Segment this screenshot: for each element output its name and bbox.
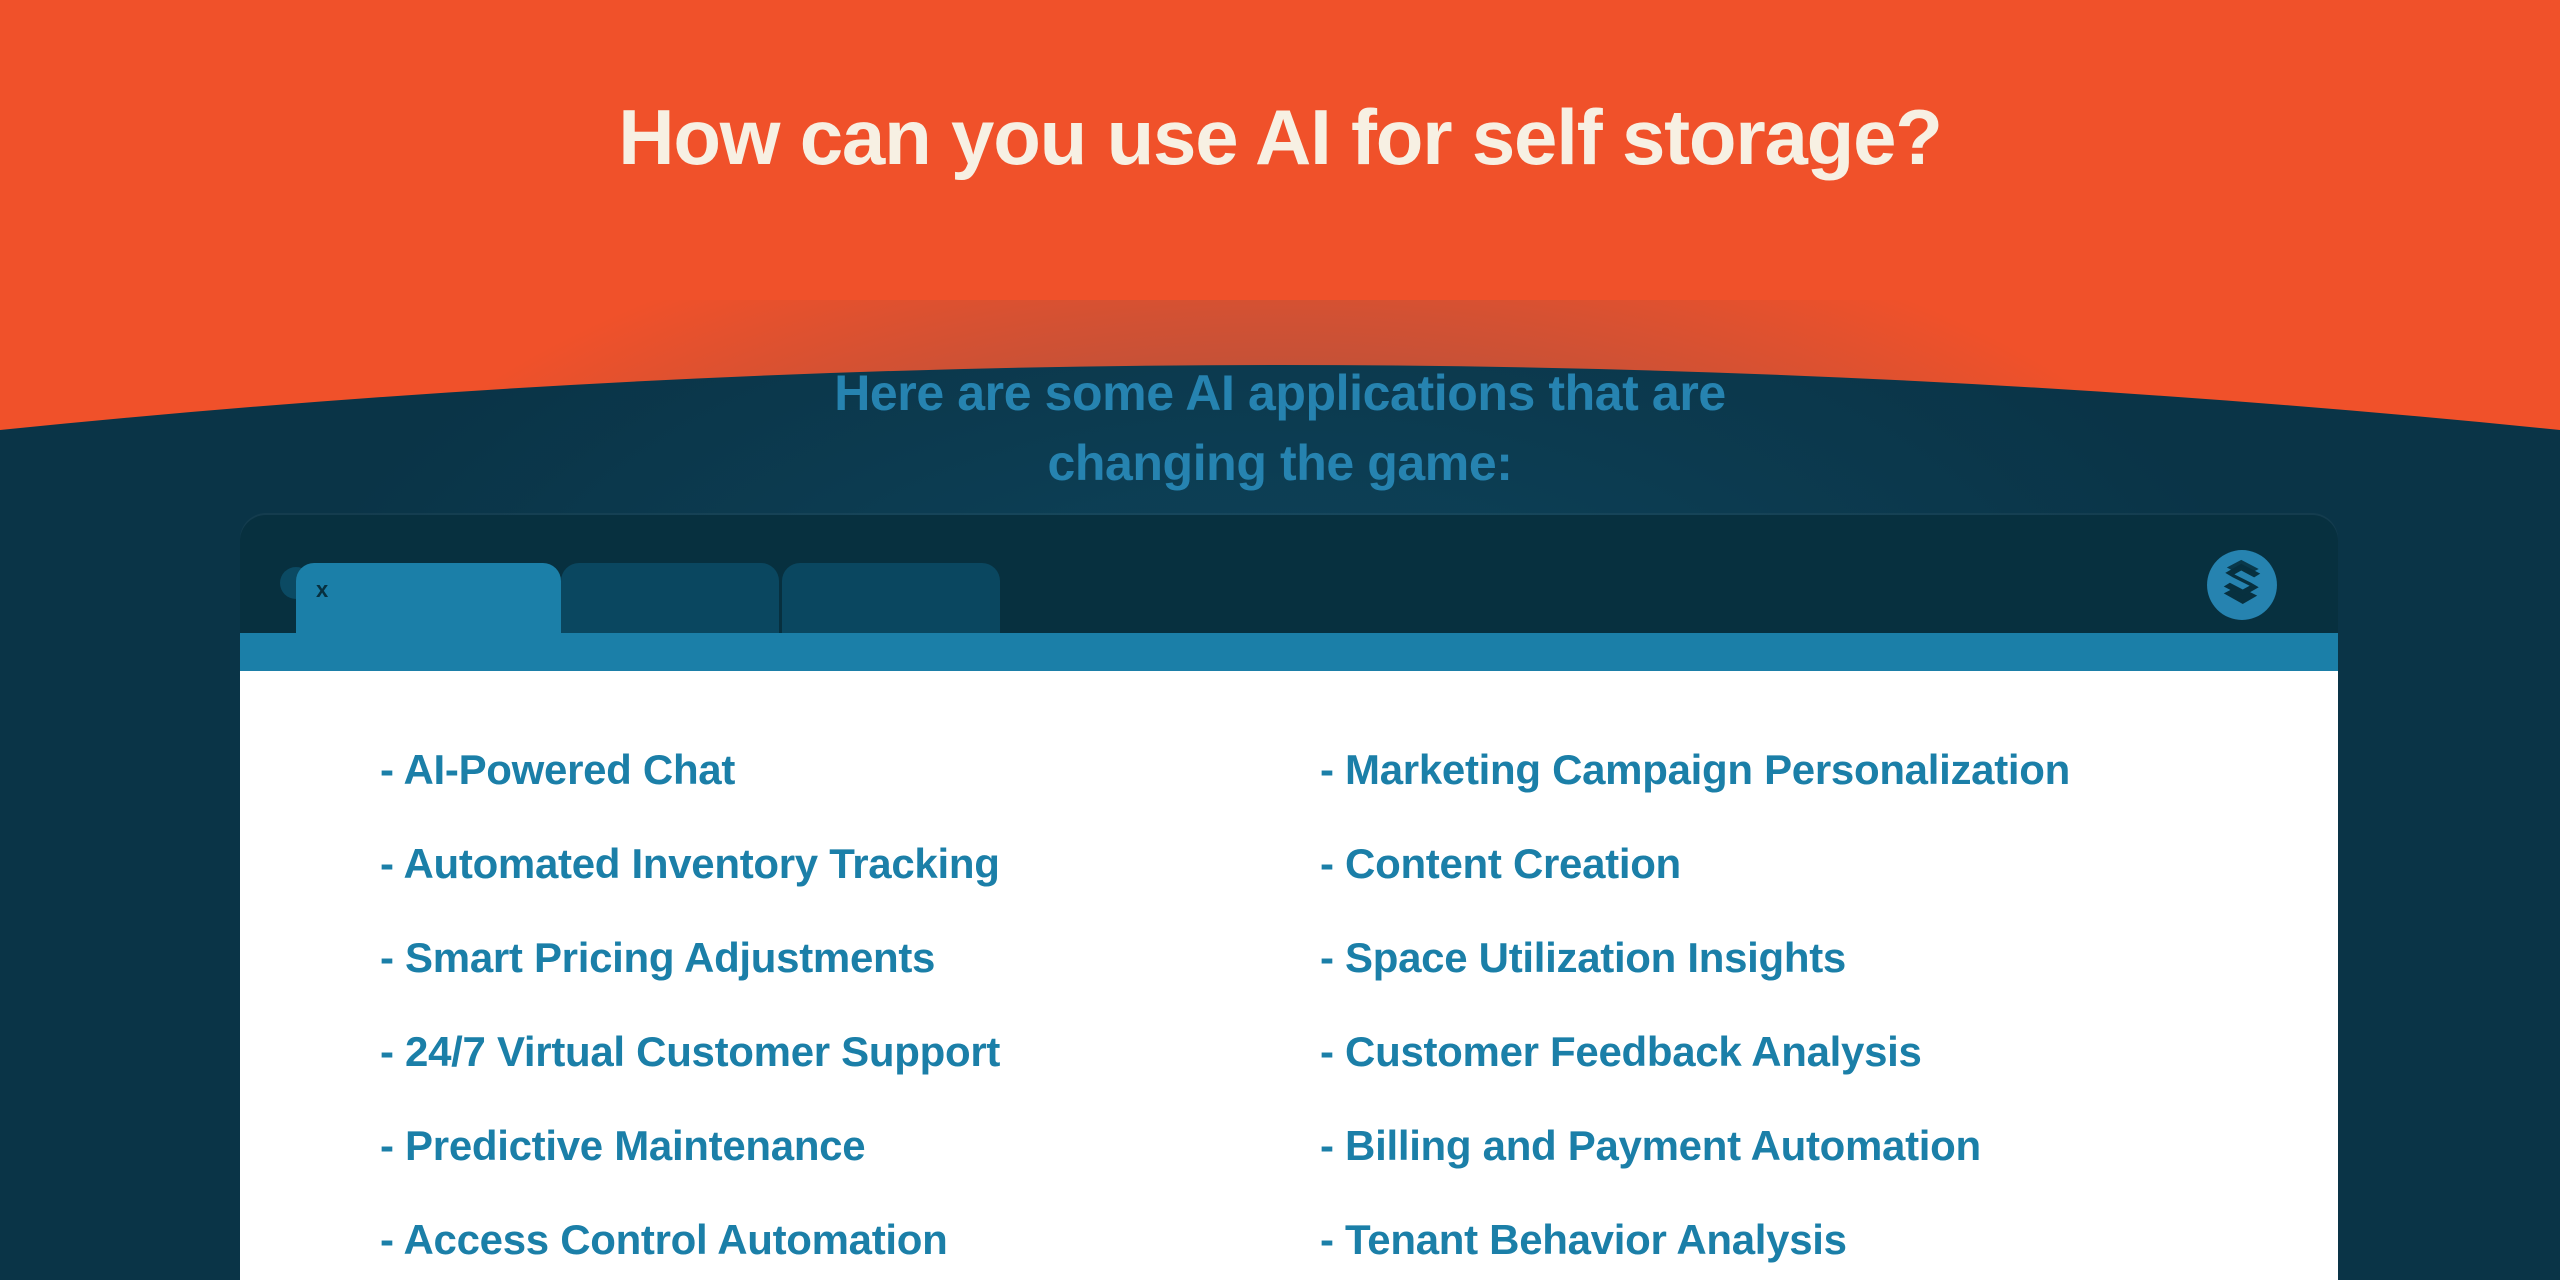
list-item: - Content Creation — [1320, 840, 1681, 887]
browser-tab-3[interactable] — [782, 563, 1000, 635]
browser-tab-2[interactable] — [561, 563, 779, 635]
list-item: - 24/7 Virtual Customer Support — [380, 1028, 1001, 1075]
list-item: - Customer Feedback Analysis — [1320, 1028, 1922, 1075]
s-monogram-logo-icon — [2204, 547, 2280, 623]
list-item: - Marketing Campaign Personalization — [1320, 746, 2070, 793]
page-title: How can you use AI for self storage? — [618, 93, 1943, 181]
browser-toolbar — [240, 633, 2338, 671]
s-monogram-logo-shape — [2207, 550, 2277, 620]
list-item: - Space Utilization Insights — [1320, 934, 1846, 981]
list-item: - Tenant Behavior Analysis — [1320, 1216, 1847, 1263]
subtitle: Here are some AI applications that are c… — [780, 358, 1780, 498]
window-titlebar: x — [240, 515, 2338, 635]
list-item: - Smart Pricing Adjustments — [380, 934, 936, 981]
list-column-right: - Marketing Campaign Personalization - C… — [1175, 671, 2338, 1280]
subtitle-line-1: Here are some AI applications that are — [834, 365, 1726, 421]
list-column-left: - AI-Powered Chat - Automated Inventory … — [240, 671, 1175, 1280]
list-item: - Automated Inventory Tracking — [380, 840, 1000, 887]
browser-window: x - AI-Powered Ch — [240, 515, 2338, 1280]
tab-close-icon[interactable]: x — [316, 577, 329, 602]
browser-tab-1-active[interactable]: x — [296, 563, 561, 635]
browser-content-panel: - AI-Powered Chat - Automated Inventory … — [240, 671, 2338, 1280]
list-item: - AI-Powered Chat — [380, 746, 736, 793]
browser-tabstrip[interactable]: x — [296, 563, 1866, 635]
list-item: - Access Control Automation — [380, 1216, 948, 1263]
ai-applications-list: - AI-Powered Chat - Automated Inventory … — [240, 671, 2338, 1280]
subtitle-line-2: changing the game: — [1047, 435, 1513, 491]
list-item: - Billing and Payment Automation — [1320, 1122, 1981, 1169]
list-item: - Predictive Maintenance — [380, 1122, 866, 1169]
